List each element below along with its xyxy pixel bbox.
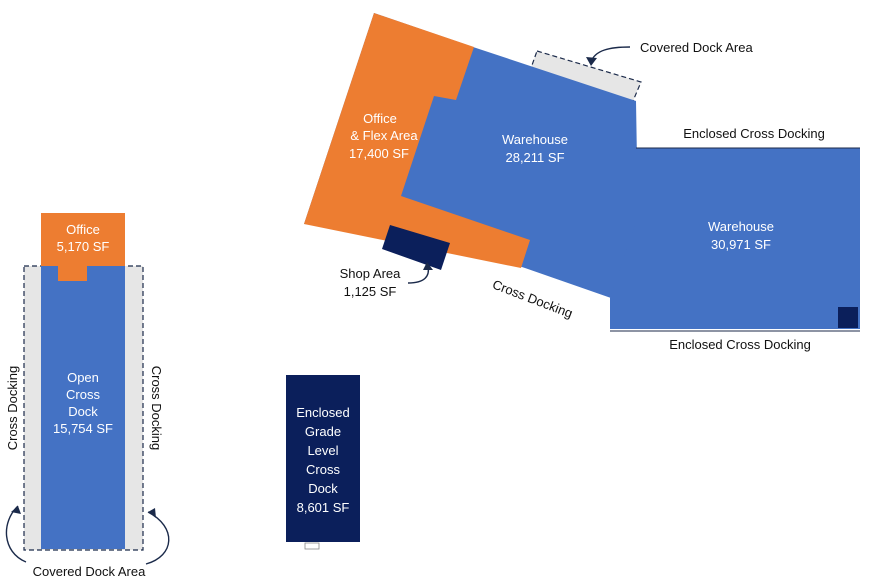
open-cross-dock [41, 266, 125, 549]
office-flex-area [304, 13, 530, 268]
left-dock-arrow-icon [5, 505, 27, 563]
enclosed-dock-line-2: Grade [305, 424, 341, 439]
left-cross-docking-label: Cross Docking [5, 366, 20, 451]
right-cross-docking-label: Cross Docking [149, 366, 164, 451]
enclosed-cross-docking-bottom: Enclosed Cross Docking [669, 337, 811, 352]
shop-door-line [381, 249, 442, 272]
open-dock-line-3: Dock [68, 404, 98, 419]
shop-area-size: 1,125 SF [344, 284, 397, 299]
left-office-area: 5,170 SF [57, 239, 110, 254]
door-marker [304, 542, 320, 550]
office-flex-line-1: Office [363, 111, 397, 126]
enclosed-dock-line-5: Dock [308, 481, 338, 496]
left-building: Office 5,170 SF Open Cross Dock 15,754 S… [5, 213, 170, 579]
warehouse2-name: Warehouse [708, 219, 774, 234]
left-office [41, 213, 125, 281]
warehouse1-area: 28,211 SF [505, 150, 564, 165]
main-building: Office & Flex Area 17,400 SF Warehouse 2… [304, 13, 753, 321]
enclosed-dock-line-6: 8,601 SF [297, 500, 350, 515]
office-flex-line-3: 17,400 SF [349, 146, 409, 161]
shop-arrowhead-icon [423, 262, 433, 270]
shop-area [382, 225, 450, 270]
top-dock-arrowhead-icon [586, 57, 597, 66]
warehouse-30971 [610, 148, 860, 329]
corner-dock-block [838, 307, 858, 328]
left-dock-arrowhead-icon [11, 506, 21, 514]
enclosed-grade-level-dock [286, 375, 360, 542]
top-covered-dock-label: Covered Dock Area [640, 40, 753, 55]
left-covered-dock-label: Covered Dock Area [33, 564, 146, 579]
enclosed-dock-line-1: Enclosed [296, 405, 349, 420]
open-dock-line-4: 15,754 SF [53, 421, 113, 436]
warehouse1-name: Warehouse [502, 132, 568, 147]
middle-building: Enclosed Grade Level Cross Dock 8,601 SF [286, 375, 360, 550]
enclosed-cross-docking-top: Enclosed Cross Docking [683, 126, 825, 141]
top-dock-arrow-icon [590, 46, 631, 63]
open-dock-line-2: Cross [66, 387, 100, 402]
open-dock-line-1: Open [67, 370, 99, 385]
shop-area-name: Shop Area [340, 266, 401, 281]
warehouse2-area: 30,971 SF [711, 237, 771, 252]
cross-docking-label: Cross Docking [490, 277, 574, 321]
enclosed-dock-line-4: Cross [306, 462, 340, 477]
right-dock-arrow-icon [145, 511, 170, 565]
right-dock-arrowhead-icon [148, 508, 156, 518]
office-flex-line-2: & Flex Area [350, 128, 418, 143]
right-building: Enclosed Cross Docking Warehouse 30,971 … [610, 126, 860, 352]
left-office-name: Office [66, 222, 100, 237]
enclosed-dock-line-3: Level [307, 443, 338, 458]
